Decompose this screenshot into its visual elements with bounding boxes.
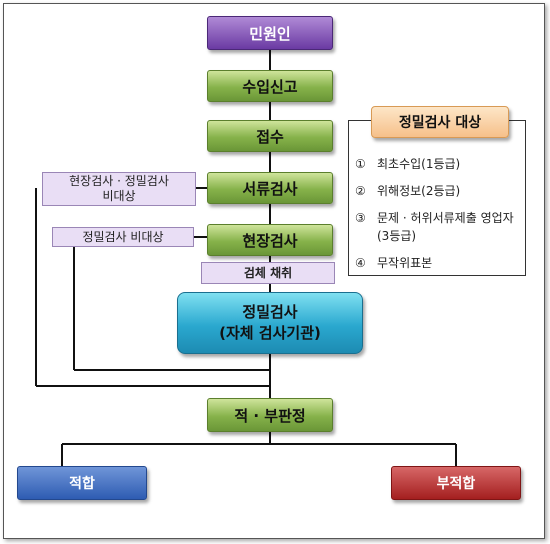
precise-inspection-box: 정밀검사 (자체 검사기관) [177,292,363,354]
judgment-label: 적 · 부판정 [234,406,306,425]
precise-target-number: ③ [355,211,366,225]
precise-target-text: 위해정보(2등급) [377,184,461,198]
sample-collection-label: 검체 채취 [243,265,293,280]
precise-target-item: ③ 문제 · 허위서류제출 영업자 (3등급) [355,209,523,245]
import-declaration-label: 수입신고 [242,77,298,96]
precise-targets-panel: ① 최초수입(1등급) ② 위해정보(2등급) ③ 문제 · 허위서류제출 영업자 (3등… [348,120,526,276]
receipt-box: 접수 [207,120,333,152]
not-precise-label: 정밀검사 비대상 [82,229,164,244]
precise-target-text: 무작위표본 [377,256,433,270]
import-declaration-box: 수입신고 [207,70,333,102]
precise-target-item: ④ 무작위표본 [355,254,523,272]
sample-collection-box: 검체 채취 [201,262,335,284]
pass-box: 적합 [17,466,147,500]
precise-inspection-sublabel: (자체 검사기관) [219,324,321,342]
field-inspection-box: 현장검사 [207,224,333,256]
precise-target-text: 최초수입(1등급) [377,157,461,171]
receipt-label: 접수 [256,127,284,146]
pass-label: 적합 [69,476,95,492]
precise-inspection-label: 정밀검사 [242,303,298,321]
not-field-or-precise-line2: 비대상 [102,189,136,203]
precise-target-item: ② 위해정보(2등급) [355,182,523,200]
field-inspection-label: 현장검사 [242,231,298,250]
precise-target-number: ② [355,184,366,198]
precise-targets-title: 정밀검사 대상 [398,115,482,131]
document-inspection-label: 서류검사 [242,179,298,198]
precise-targets-title-box: 정밀검사 대상 [371,106,509,138]
judgment-box: 적 · 부판정 [207,398,333,432]
precise-target-item: ① 최초수입(1등급) [355,155,523,173]
precise-target-number: ① [355,157,366,171]
not-field-or-precise-note: 현장검사 · 정밀검사 비대상 [42,172,196,206]
civil-petition-box: 민원인 [207,16,333,50]
precise-targets-list: ① 최초수입(1등급) ② 위해정보(2등급) ③ 문제 · 허위서류제출 영업자 (3등… [355,155,523,281]
not-precise-note: 정밀검사 비대상 [52,227,194,247]
fail-box: 부적합 [391,466,521,500]
precise-target-number: ④ [355,256,366,270]
fail-label: 부적합 [436,476,476,492]
civil-petition-label: 민원인 [249,24,291,43]
precise-target-text: 문제 · 허위서류제출 영업자 (3등급) [377,211,514,243]
document-inspection-box: 서류검사 [207,172,333,204]
not-field-or-precise-line1: 현장검사 · 정밀검사 [69,174,169,188]
